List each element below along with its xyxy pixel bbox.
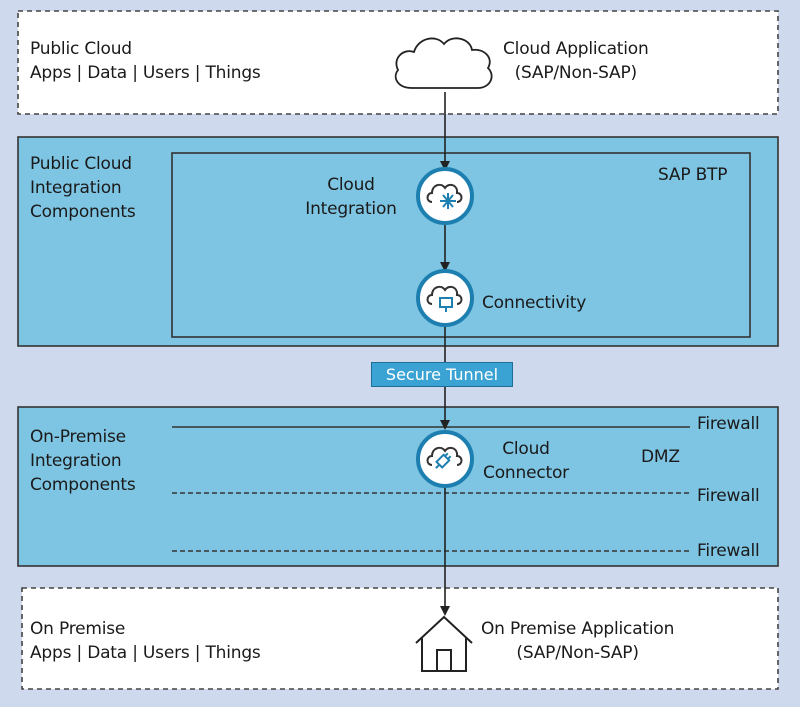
public-cloud-title: Public Cloud — [30, 39, 132, 59]
connectivity-icon — [416, 269, 474, 327]
on-premise-application-subtitle: (SAP/Non-SAP) — [516, 643, 639, 663]
cloud-integration-label: Cloud Integration — [298, 173, 404, 221]
on-premise-zone — [21, 587, 779, 690]
sap-btp-label: SAP BTP — [658, 165, 728, 185]
cloud-connector-label-line: Connector — [483, 463, 569, 483]
public-cloud-label: Public Cloud Apps | Data | Users | Thing… — [30, 37, 261, 85]
house-icon — [415, 615, 473, 672]
dmz-label: DMZ — [641, 447, 680, 467]
integration-zone-title-line: Components — [30, 202, 136, 222]
on-premise-application-label: On Premise Application (SAP/Non-SAP) — [481, 617, 674, 665]
cloud-integration-label-line: Cloud — [327, 175, 375, 195]
firewall-label: Firewall — [697, 486, 760, 506]
cloud-application-title: Cloud Application — [503, 39, 649, 59]
cloud-integration-icon — [416, 167, 474, 225]
cloud-connector-label-line: Cloud — [502, 439, 550, 459]
secure-tunnel-badge: Secure Tunnel — [371, 362, 513, 387]
firewall-label: Firewall — [697, 414, 760, 434]
cloud-connector-icon — [416, 430, 474, 488]
integration-zone-title-line: Public Cloud — [30, 154, 132, 174]
public-cloud-integration-zone — [17, 136, 779, 347]
integration-zone-title-line: Integration — [30, 178, 122, 198]
cloud-application-label: Cloud Application (SAP/Non-SAP) — [503, 37, 649, 85]
on-premise-integration-title-line: Components — [30, 475, 136, 495]
integration-zone-title: Public Cloud Integration Components — [30, 152, 136, 224]
sap-btp-box — [171, 152, 751, 338]
on-premise-title: On Premise — [30, 619, 126, 639]
on-premise-integration-zone — [17, 406, 779, 567]
on-premise-integration-title-line: Integration — [30, 451, 122, 471]
on-premise-label: On Premise Apps | Data | Users | Things — [30, 617, 261, 665]
on-premise-integration-zone-title: On-Premise Integration Components — [30, 425, 136, 497]
cloud-icon — [394, 37, 493, 89]
public-cloud-subtitle: Apps | Data | Users | Things — [30, 63, 261, 83]
on-premise-subtitle: Apps | Data | Users | Things — [30, 643, 261, 663]
on-premise-application-title: On Premise Application — [481, 619, 675, 639]
firewall-label: Firewall — [697, 541, 760, 561]
connectivity-label: Connectivity — [482, 293, 587, 313]
cloud-application-subtitle: (SAP/Non-SAP) — [514, 63, 638, 83]
on-premise-integration-title-line: On-Premise — [30, 427, 126, 447]
cloud-connector-label: Cloud Connector — [476, 437, 576, 485]
cloud-integration-label-line: Integration — [305, 199, 397, 219]
